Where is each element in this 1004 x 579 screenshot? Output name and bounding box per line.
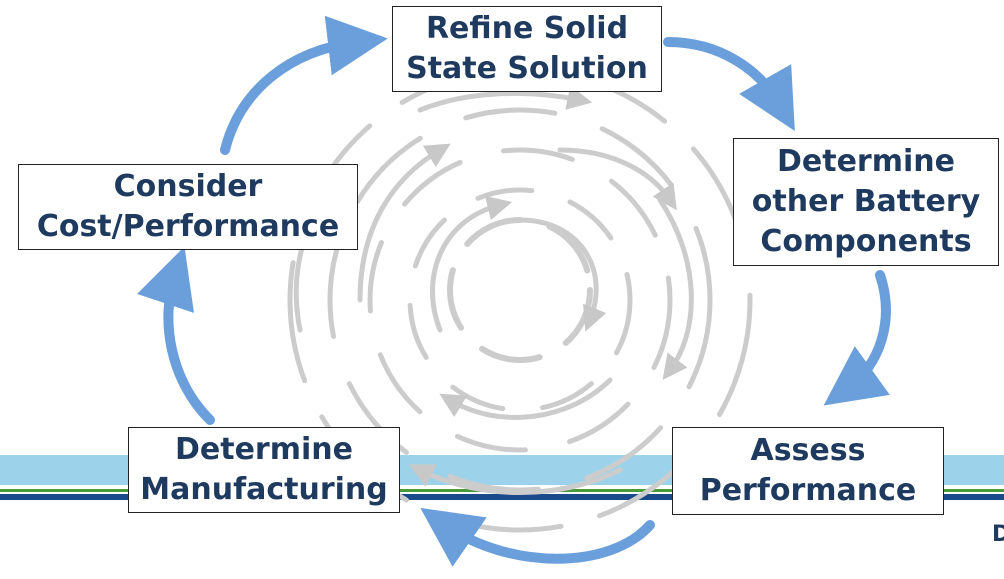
assess-line2: Performance <box>699 473 917 508</box>
components-line1: Determine <box>777 144 955 179</box>
box-determine-manufacturing: Determine Manufacturing <box>128 427 400 513</box>
box-determine-components: Determine other Battery Components <box>733 138 999 266</box>
manufacturing-line1: Determine <box>175 432 353 467</box>
arrow-cost-to-refine <box>220 15 388 155</box>
swirl-graphic <box>287 67 753 533</box>
cost-line2: Cost/Performance <box>36 209 340 244</box>
box-assess-performance: Assess Performance <box>672 427 944 515</box>
manufacturing-line2: Manufacturing <box>140 472 388 507</box>
box-refine-solid-state: Refine Solid State Solution <box>392 6 662 92</box>
box-consider-cost: Consider Cost/Performance <box>18 164 358 250</box>
assess-line1: Assess <box>750 433 866 468</box>
arrow-components-to-assess <box>823 270 891 406</box>
cycle-arrows <box>137 15 891 567</box>
arrow-refine-to-components <box>663 37 795 132</box>
arrow-manufacturing-to-cost <box>137 246 215 425</box>
components-line3: Components <box>760 224 972 259</box>
refine-line1: Refine Solid <box>425 11 629 46</box>
arrow-assess-to-manufacturing <box>420 507 655 567</box>
components-line2: other Battery <box>751 184 981 219</box>
refine-line2: State Solution <box>406 51 648 86</box>
footer-letter: D <box>992 522 1004 547</box>
cost-line1: Consider <box>113 169 263 204</box>
